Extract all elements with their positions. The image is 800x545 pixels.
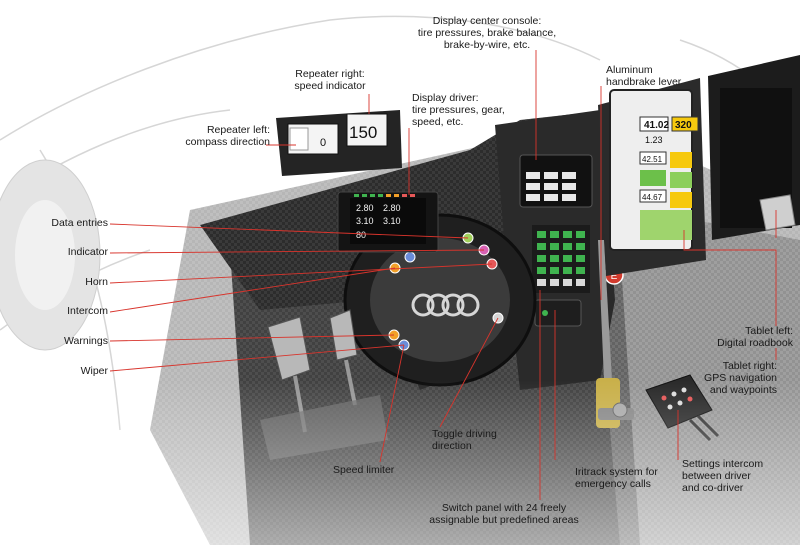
seat-mount xyxy=(759,194,796,231)
label-wiper: Wiper xyxy=(80,365,108,377)
label-toggle-driving-direction: Toggle driving direction xyxy=(432,428,497,452)
repeater-right-value: 150 xyxy=(349,123,377,142)
driver-value-4: 3.10 xyxy=(383,216,401,226)
repeater-left-value: 0 xyxy=(320,137,326,149)
driver-value-5: 80 xyxy=(356,230,366,240)
leader-lines xyxy=(109,50,777,500)
label-iritrack: Iritrack system for emergency calls xyxy=(575,466,658,490)
label-data-entries: Data entries xyxy=(51,217,108,229)
driver-value-2: 2.80 xyxy=(383,203,401,213)
label-tablet-left: Tablet left: Digital roadbook xyxy=(717,325,793,349)
tablet-value-1: 41.02 xyxy=(644,120,669,131)
emergency-button-label: E xyxy=(611,271,618,282)
tablet-value-3: 1.23 xyxy=(645,135,663,145)
tablet-value-4: 42.51 xyxy=(642,155,663,164)
iritrack-unit xyxy=(534,299,582,327)
label-tablet-right: Tablet right: GPS navigation and waypoin… xyxy=(704,360,777,396)
label-repeater-left: Repeater left: compass direction xyxy=(185,124,270,148)
label-intercom: Intercom xyxy=(67,305,108,317)
iritrack-led xyxy=(542,310,548,316)
shift-lights xyxy=(354,194,415,197)
center-display-grid xyxy=(526,172,576,201)
label-warnings: Warnings xyxy=(64,335,108,347)
label-horn: Horn xyxy=(85,276,108,288)
tablet-value-2: 320 xyxy=(675,120,692,131)
label-settings-intercom: Settings intercom between driver and co-… xyxy=(682,458,764,494)
label-display-center-console: Display center console: tire pressures, … xyxy=(417,15,557,51)
driver-value-3: 3.10 xyxy=(356,216,374,226)
label-indicator: Indicator xyxy=(67,246,108,258)
steering-wheel-hub xyxy=(370,238,510,362)
roadbook-tiles xyxy=(640,152,692,240)
label-switch-panel: Switch panel with 24 freely assignable b… xyxy=(429,502,579,526)
label-repeater-right: Repeater right: speed indicator xyxy=(294,68,366,92)
label-speed-limiter: Speed limiter xyxy=(333,464,395,476)
repeater-unit xyxy=(276,110,402,176)
switch-panel xyxy=(532,225,590,293)
label-handbrake: Aluminum handbrake lever xyxy=(606,64,682,88)
label-display-driver: Display driver: tire pressures, gear, sp… xyxy=(412,92,505,128)
driver-display-values: 2.80 2.80 3.10 3.10 80 xyxy=(356,203,401,240)
driver-value-1: 2.80 xyxy=(356,203,374,213)
wheel-hub-ghost xyxy=(15,200,75,310)
audi-rings-logo xyxy=(411,293,480,317)
tablet-value-5: 44.67 xyxy=(642,193,663,202)
